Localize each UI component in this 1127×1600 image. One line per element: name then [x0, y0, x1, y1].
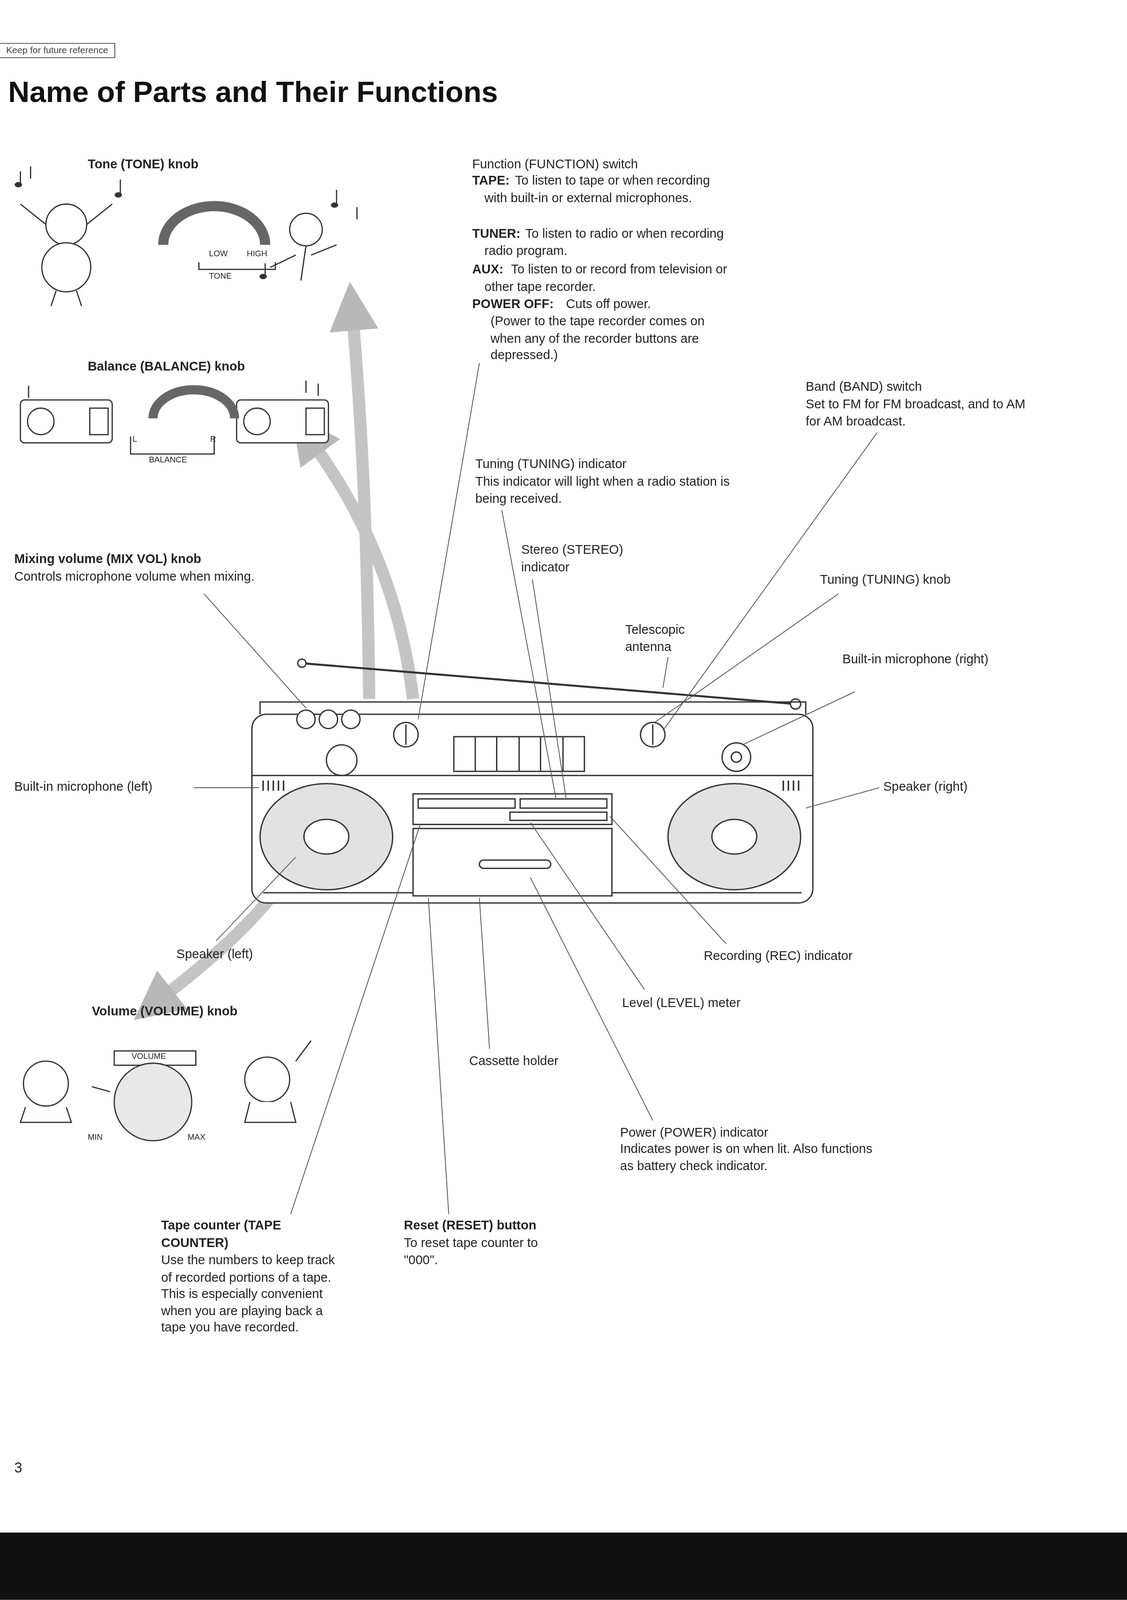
part-label: Cuts off power.: [565, 295, 651, 313]
part-label: TONE: [209, 271, 232, 282]
part-label: Tuning (TUNING) indicator: [475, 456, 627, 473]
part-label: Tuning (TUNING) knob: [819, 571, 951, 588]
part-label: POWER OFF:: [472, 295, 554, 313]
part-label: Use the numbers to keep track of recorde…: [161, 1251, 347, 1336]
part-label: R: [210, 434, 216, 445]
part-label: Recording (REC) indicator: [703, 947, 853, 964]
tone-illustration: [15, 166, 358, 306]
part-label: TAPE:: [472, 172, 510, 189]
part-label: Volume (VOLUME) knob: [91, 1002, 238, 1020]
reference-tab: Keep for future reference: [0, 42, 116, 58]
part-label: TUNER:: [472, 225, 521, 243]
part-label: HIGH: [246, 248, 268, 259]
part-label: Built-in microphone (right): [842, 650, 996, 668]
part-label: AUX:: [472, 260, 504, 278]
part-label: Indicates power is on when lit. Also fun…: [619, 1140, 881, 1175]
part-label: BALANCE: [148, 454, 188, 465]
part-label: Cassette holder: [469, 1052, 559, 1070]
part-label: Set to FM for FM broadcast, and to AM fo…: [805, 395, 1041, 430]
part-label: To listen to radio or when recording rad…: [484, 225, 735, 260]
part-label: Tone (TONE) knob: [87, 155, 199, 173]
part-label: Speaker (left): [176, 945, 254, 963]
part-label: This indicator will light when a radio s…: [475, 473, 736, 508]
part-label: Stereo (STEREO) indicator: [521, 541, 654, 576]
part-label: To listen to or record from television o…: [484, 260, 735, 295]
volume-illustration: [20, 1040, 312, 1141]
part-label: Built-in microphone (left): [14, 778, 153, 795]
balance-illustration: [20, 380, 329, 454]
part-label: To reset tape counter to "000".: [403, 1234, 567, 1269]
part-label: Controls microphone volume when mixing.: [14, 568, 275, 585]
part-label: L: [132, 434, 138, 445]
part-label: VOLUME: [131, 1051, 166, 1062]
part-label: Speaker (right): [883, 778, 968, 795]
part-label: MIN: [87, 1132, 103, 1143]
part-label: Reset (RESET) button: [403, 1216, 537, 1234]
part-label: Mixing volume (MIX VOL) knob: [14, 550, 202, 568]
part-label: Tape counter (TAPE COUNTER): [161, 1216, 289, 1251]
page-title: Name of Parts and Their Functions: [8, 75, 499, 110]
part-label: LOW: [209, 248, 228, 259]
part-label: MAX: [187, 1132, 206, 1143]
part-label: To listen to tape or when recording with…: [484, 172, 735, 207]
part-label: Balance (BALANCE) knob: [87, 358, 246, 375]
part-label: Telescopic antenna: [625, 621, 707, 656]
part-label: Level (LEVEL) meter: [622, 994, 741, 1012]
part-label: (Power to the tape recorder comes on whe…: [490, 313, 728, 364]
tab-text: Keep for future reference: [6, 44, 109, 55]
scan-edge: [0, 1532, 1127, 1600]
leader-lines: [193, 362, 880, 1214]
part-label: Power (POWER) indicator: [619, 1123, 769, 1141]
part-label: 3: [14, 1458, 22, 1475]
part-label: Band (BAND) switch: [805, 378, 922, 395]
part-label: Function (FUNCTION) switch: [472, 155, 638, 173]
boombox-illustration: [251, 659, 813, 903]
